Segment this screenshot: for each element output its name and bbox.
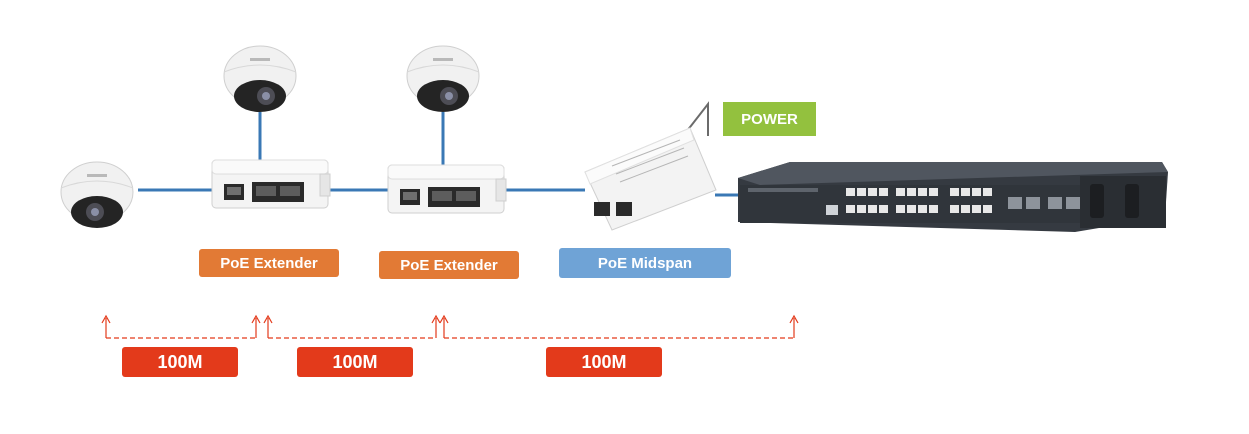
distance-arrow-2 <box>263 314 441 339</box>
poe-midspan-label: PoE Midspan <box>559 248 731 278</box>
distance-label: 100M <box>297 347 413 377</box>
poe-injector-device <box>584 127 717 231</box>
distance-label: 100M <box>122 347 238 377</box>
poe-extender-label: PoE Extender <box>199 249 339 277</box>
distance-arrows <box>101 314 799 339</box>
distance-arrow-1 <box>101 314 261 339</box>
poe-extender-label: PoE Extender <box>379 251 519 279</box>
dome-camera-icon <box>406 45 480 112</box>
poe-extender-device <box>211 159 331 209</box>
poe-extender-device <box>387 164 507 214</box>
distance-arrow-3 <box>439 314 799 339</box>
dome-camera-icon <box>60 161 134 228</box>
distance-label: 100M <box>546 347 662 377</box>
dome-camera-icon <box>223 45 297 112</box>
rack-network-switch <box>738 162 1168 232</box>
power-label: POWER <box>723 102 816 136</box>
network-cables <box>138 112 738 197</box>
